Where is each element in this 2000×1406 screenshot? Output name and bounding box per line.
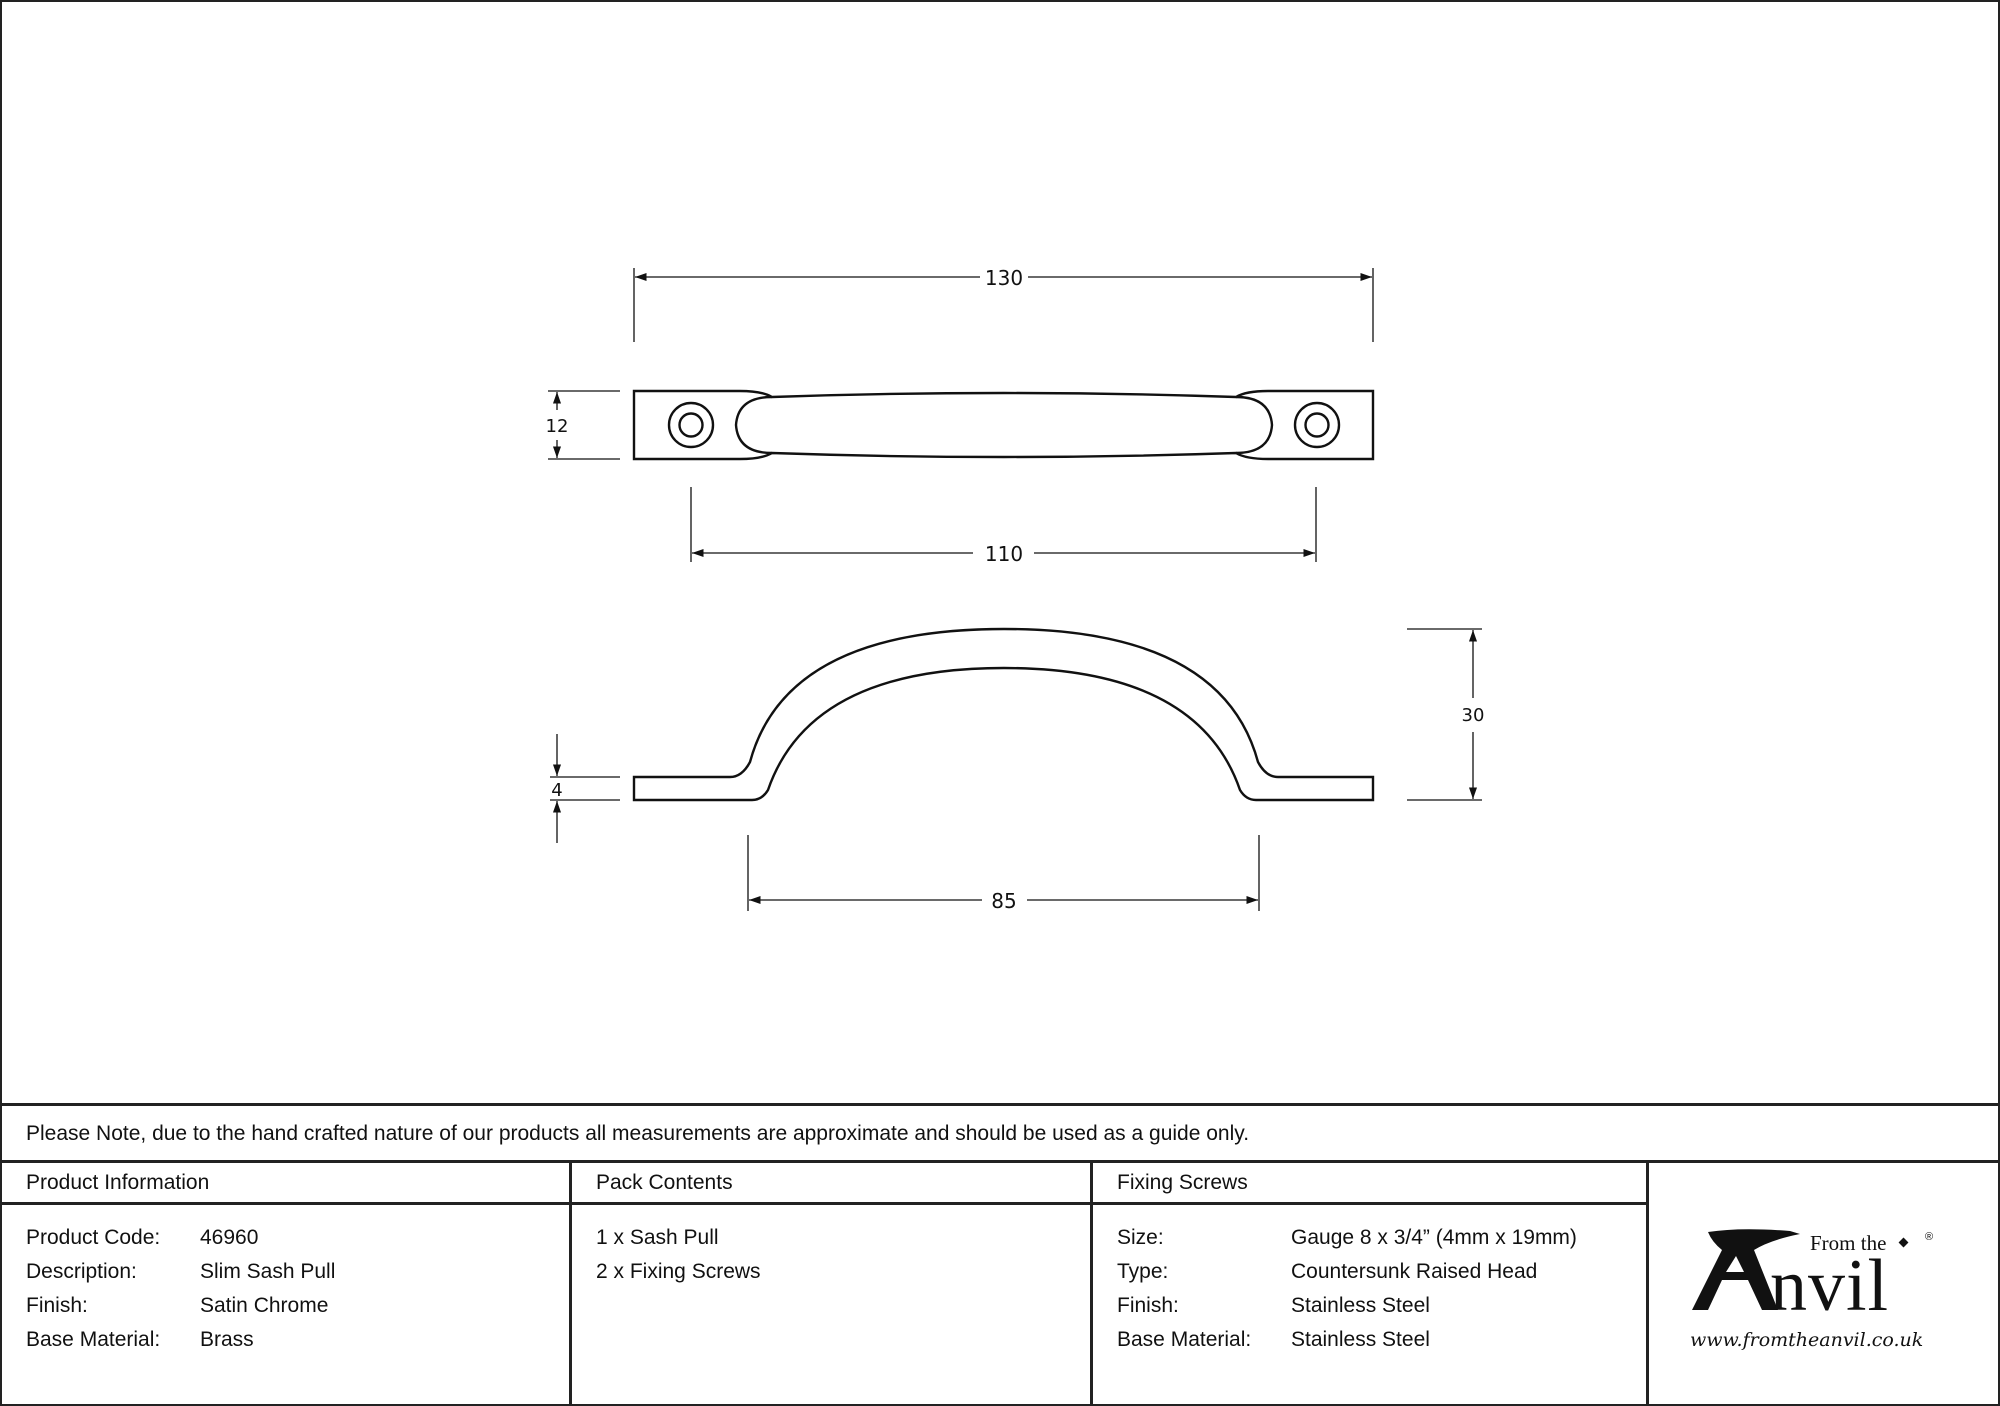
info-label: Base Material:: [26, 1328, 161, 1351]
note-text: Please Note, due to the hand crafted nat…: [26, 1122, 1250, 1145]
fixing-screws-header: Fixing Screws: [1093, 1163, 1647, 1205]
info-label: Description:: [26, 1260, 137, 1283]
dimension-width: [548, 390, 620, 460]
screw-label: Type:: [1117, 1260, 1169, 1283]
info-value: 46960: [200, 1226, 259, 1249]
info-label: Finish:: [26, 1294, 88, 1317]
info-row-product-code: Product Code: 46960: [2, 1221, 570, 1255]
anvil-icon: [1692, 1229, 1800, 1310]
product-information-panel: Product Information Product Code: 46960 D…: [2, 1163, 570, 1404]
screw-row-size: Size: Gauge 8 x 3/4” (4mm x 19mm): [1093, 1221, 1647, 1255]
screw-value: Gauge 8 x 3/4” (4mm x 19mm): [1291, 1226, 1577, 1249]
dimension-fixing-centres: [690, 487, 1317, 562]
logo-url: www.fromtheanvil.co.uk: [1690, 1329, 1923, 1351]
screw-label: Size:: [1117, 1226, 1164, 1249]
product-information-header: Product Information: [2, 1163, 570, 1205]
pack-contents-panel: Pack Contents 1 x Sash Pull 2 x Fixing S…: [572, 1163, 1091, 1404]
technical-drawing: 130 12 110 30: [546, 266, 1485, 913]
dim-label-30: 30: [1462, 705, 1485, 726]
dimension-overall-length: [633, 268, 1374, 342]
column-divider: [1646, 1163, 1649, 1404]
screw-row-type: Type: Countersunk Raised Head: [1093, 1255, 1647, 1289]
logo-from-the: From the: [1810, 1231, 1886, 1255]
dim-label-4: 4: [551, 780, 562, 801]
screw-label: Base Material:: [1117, 1328, 1252, 1351]
registered-mark: ®: [1925, 1231, 1933, 1243]
dimension-thickness: [550, 734, 620, 843]
product-information-title: Product Information: [26, 1171, 210, 1194]
column-divider: [1090, 1163, 1093, 1404]
info-row-description: Description: Slim Sash Pull: [2, 1255, 570, 1289]
info-row-base-material: Base Material: Brass: [2, 1323, 570, 1357]
info-value: Brass: [200, 1328, 254, 1351]
info-row-finish: Finish: Satin Chrome: [2, 1289, 570, 1323]
side-view: [632, 627, 1375, 802]
dimension-projection: [1407, 628, 1482, 801]
dim-label-130: 130: [985, 266, 1023, 290]
pack-contents-title: Pack Contents: [596, 1171, 733, 1194]
info-value: Satin Chrome: [200, 1294, 329, 1317]
column-divider: [569, 1163, 572, 1404]
info-value: Slim Sash Pull: [200, 1260, 336, 1283]
dim-label-110: 110: [985, 542, 1023, 566]
screw-label: Finish:: [1117, 1294, 1179, 1317]
pack-item: 2 x Fixing Screws: [596, 1260, 761, 1283]
top-view: [632, 389, 1375, 461]
diamond-icon: [1898, 1237, 1909, 1248]
measurement-note: Please Note, due to the hand crafted nat…: [2, 1103, 1998, 1163]
screw-row-finish: Finish: Stainless Steel: [1093, 1289, 1647, 1323]
logo-anvil-word: nvil: [1770, 1245, 1889, 1327]
pack-item: 1 x Sash Pull: [596, 1226, 719, 1249]
fixing-screws-panel: Fixing Screws Size: Gauge 8 x 3/4” (4mm x…: [1093, 1163, 1647, 1404]
pack-contents-header: Pack Contents: [572, 1163, 1091, 1205]
screw-value: Stainless Steel: [1291, 1328, 1430, 1351]
from-the-anvil-logo: From the nvil ® www.fromtheanvil.co.uk: [1650, 1210, 1996, 1360]
dim-label-12: 12: [546, 416, 569, 437]
screw-row-base-material: Base Material: Stainless Steel: [1093, 1323, 1647, 1357]
dimension-inner-span: [747, 835, 1260, 911]
dim-label-85: 85: [991, 889, 1016, 913]
screw-value: Countersunk Raised Head: [1291, 1260, 1538, 1283]
info-label: Product Code:: [26, 1226, 161, 1249]
fixing-screws-title: Fixing Screws: [1117, 1171, 1248, 1194]
screw-value: Stainless Steel: [1291, 1294, 1430, 1317]
